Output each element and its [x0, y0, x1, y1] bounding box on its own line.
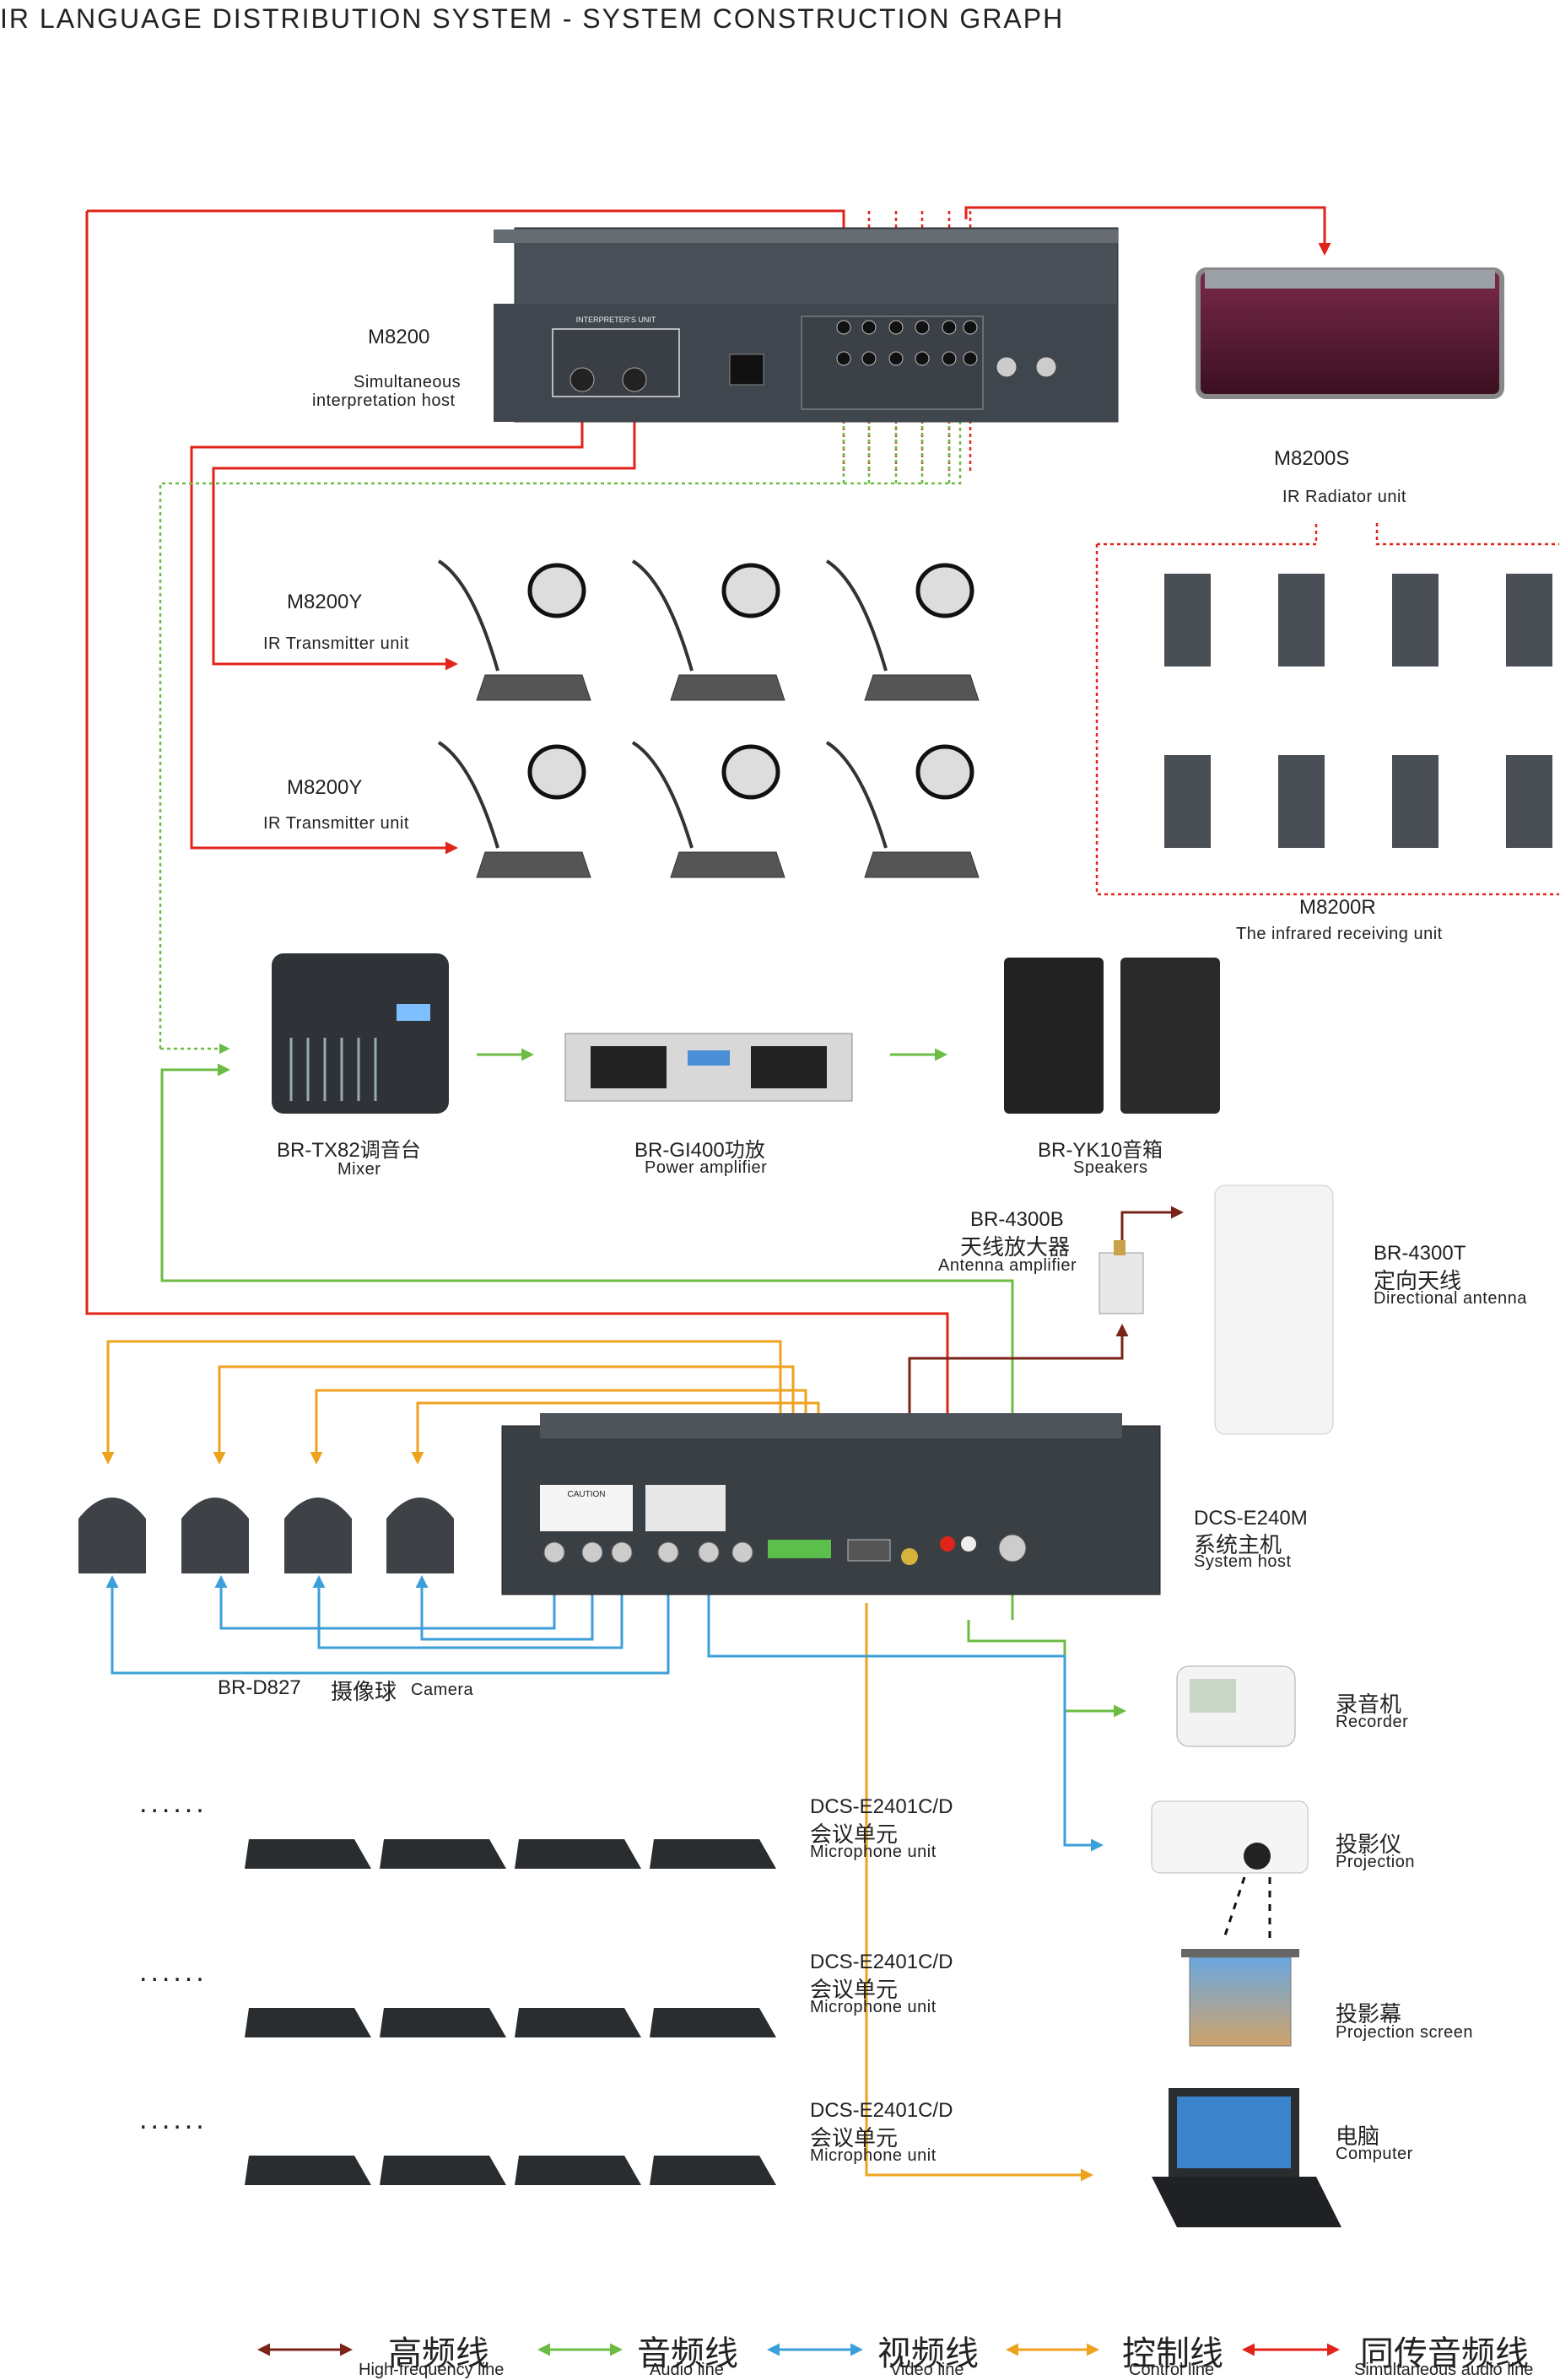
m8200-host-device: INTERPRETER'S UNIT	[494, 227, 1119, 423]
page-title: IR LANGUAGE DISTRIBUTION SYSTEM - SYSTEM…	[0, 3, 1065, 34]
red-line-to-transmitter-2	[190, 384, 584, 855]
screen-desc-label: Projection screen	[1336, 2023, 1474, 2042]
camera-model-label: BR-D827	[218, 1676, 301, 1699]
blue-line-cam2	[214, 1565, 556, 1630]
legend-video-cn: 视频线	[877, 2335, 979, 2372]
host-caution-label: CAUTION	[568, 1490, 606, 1499]
mic-row-1-cn: 会议单元	[810, 1821, 899, 1847]
mic-row-3-model: DCS-E2401C/D	[810, 2099, 953, 2122]
recorder-device	[1176, 1665, 1296, 1747]
m8200r-desc-label: The infrared receiving unit	[1236, 925, 1443, 943]
recorder-cn-label: 录音机	[1336, 1692, 1402, 1717]
recorder-desc-label: Recorder	[1336, 1713, 1409, 1731]
m8200y-1-model-label: M8200Y	[287, 591, 363, 613]
mixer-device	[272, 953, 449, 1114]
m8200-desc-line1: Simultaneous	[354, 373, 462, 391]
mic-row-3-desc: Microphone unit	[810, 2146, 937, 2165]
antenna-model-label: BR-4300T	[1374, 1242, 1466, 1265]
legend-high-frequency-cn: 高频线	[388, 2335, 489, 2372]
m8200r-model-label: M8200R	[1299, 896, 1376, 919]
red-dotted-bracket-right	[1375, 523, 1559, 546]
antenna-amp-desc-label: Antenna amplifier	[938, 1256, 1077, 1275]
speakers-device	[1004, 958, 1220, 1114]
screen-cn-label: 投影幕	[1336, 2001, 1402, 2027]
antenna-amp-model-label: BR-4300B	[970, 1208, 1064, 1231]
speakers-model-label: BR-YK10音箱	[1038, 1139, 1163, 1162]
green-line-host-to-recorder	[967, 1620, 1126, 1718]
camera-devices	[78, 1498, 454, 1573]
projector-desc-label: Projection	[1336, 1853, 1415, 1871]
m8200y-2-model-label: M8200Y	[287, 776, 363, 799]
blue-line-host-to-projector	[707, 1565, 1104, 1852]
projector-cn-label: 投影仪	[1336, 1832, 1402, 1857]
speakers-desc-label: Speakers	[1073, 1158, 1148, 1177]
antenna-amp-cn-label: 天线放大器	[960, 1234, 1071, 1260]
m8200y-2-desc-label: IR Transmitter unit	[263, 814, 409, 833]
red-line-to-radiator	[964, 206, 1331, 256]
red-line-to-transmitter-1	[212, 384, 636, 671]
projector-beam	[1222, 1876, 1271, 1941]
m8200y-transmitter-units	[437, 559, 980, 878]
power-amplifier-device	[564, 1033, 853, 1102]
m8200-model-label: M8200	[368, 326, 430, 348]
legend-high-frequency-en: High-frequency line	[359, 2361, 505, 2379]
mic-row-3-ellipsis: ......	[139, 2103, 208, 2135]
mic-row-2-ellipsis: ......	[139, 1956, 208, 1988]
computer-device	[1152, 2088, 1341, 2227]
host-desc-label: System host	[1194, 1552, 1292, 1571]
host-model-label: DCS-E240M	[1194, 1507, 1308, 1530]
antenna-cn-label: 定向天线	[1374, 1268, 1462, 1293]
legend-simultaneous-audio-en: Simultaneous audio line	[1354, 2361, 1534, 2379]
m8200-desc-line2: interpretation host	[312, 391, 456, 410]
m8200s-radiator-device	[1196, 267, 1504, 399]
green-dotted-m8200-mixer	[159, 371, 962, 1049]
directional-antenna-device	[1214, 1185, 1334, 1435]
computer-desc-label: Computer	[1336, 2145, 1413, 2163]
m8200y-1-desc-label: IR Transmitter unit	[263, 634, 409, 653]
mic-row-2-cn: 会议单元	[810, 1977, 899, 2002]
amplifier-model-label: BR-GI400功放	[634, 1139, 765, 1162]
host-cn-label: 系统主机	[1194, 1532, 1282, 1557]
red-dotted-bracket-left	[1097, 523, 1318, 546]
mic-row-1-ellipsis: ......	[139, 1787, 208, 1819]
brown-line-amp-to-antenna	[1120, 1206, 1184, 1244]
projection-screen-device	[1181, 1949, 1299, 2047]
projector-device	[1151, 1800, 1309, 1874]
system-host-device: CAUTION	[501, 1413, 1161, 1595]
mic-row-2-desc: Microphone unit	[810, 1998, 937, 2016]
mic-row-1-model: DCS-E2401C/D	[810, 1795, 953, 1818]
camera-desc-label: Camera	[411, 1681, 474, 1699]
legend-video-en: Video line	[890, 2361, 964, 2379]
microphone-units	[245, 1839, 776, 2185]
antenna-amplifier-device	[1098, 1240, 1144, 1314]
computer-cn-label: 电脑	[1336, 2124, 1380, 2149]
interpreters-unit-label: INTERPRETER'S UNIT	[576, 316, 656, 324]
m8200s-model-label: M8200S	[1274, 447, 1350, 470]
mic-row-3-cn: 会议单元	[810, 2125, 899, 2151]
amplifier-desc-label: Power amplifier	[645, 1158, 768, 1177]
mixer-desc-label: Mixer	[337, 1160, 381, 1179]
blue-line-cam1	[105, 1565, 670, 1675]
blue-line-cam4	[415, 1565, 594, 1641]
orange-line-host-to-computer	[865, 1603, 1093, 2182]
legend-audio-cn: 音频线	[637, 2335, 738, 2372]
legend-control-en: Control line	[1129, 2361, 1215, 2379]
antenna-desc-label: Directional antenna	[1374, 1289, 1527, 1308]
blue-line-cam3	[312, 1565, 623, 1649]
red-dotted-receiver-box	[1095, 544, 1559, 896]
green-dotted-channels	[842, 371, 951, 483]
legend-audio-en: Audio line	[650, 2361, 724, 2379]
legend-control-cn: 控制线	[1122, 2335, 1223, 2372]
mic-row-2-model: DCS-E2401C/D	[810, 1951, 953, 1973]
mixer-model-label: BR-TX82调音台	[277, 1139, 421, 1162]
m8200s-desc-label: IR Radiator unit	[1282, 488, 1406, 506]
m8200r-receiver-units	[1164, 574, 1552, 848]
green-line-host-to-mixer	[160, 1063, 1014, 1620]
mic-row-1-desc: Microphone unit	[810, 1843, 937, 1861]
legend-simultaneous-audio-cn: 同传音频线	[1360, 2335, 1529, 2372]
camera-cn-label: 摄像球	[331, 1679, 397, 1704]
